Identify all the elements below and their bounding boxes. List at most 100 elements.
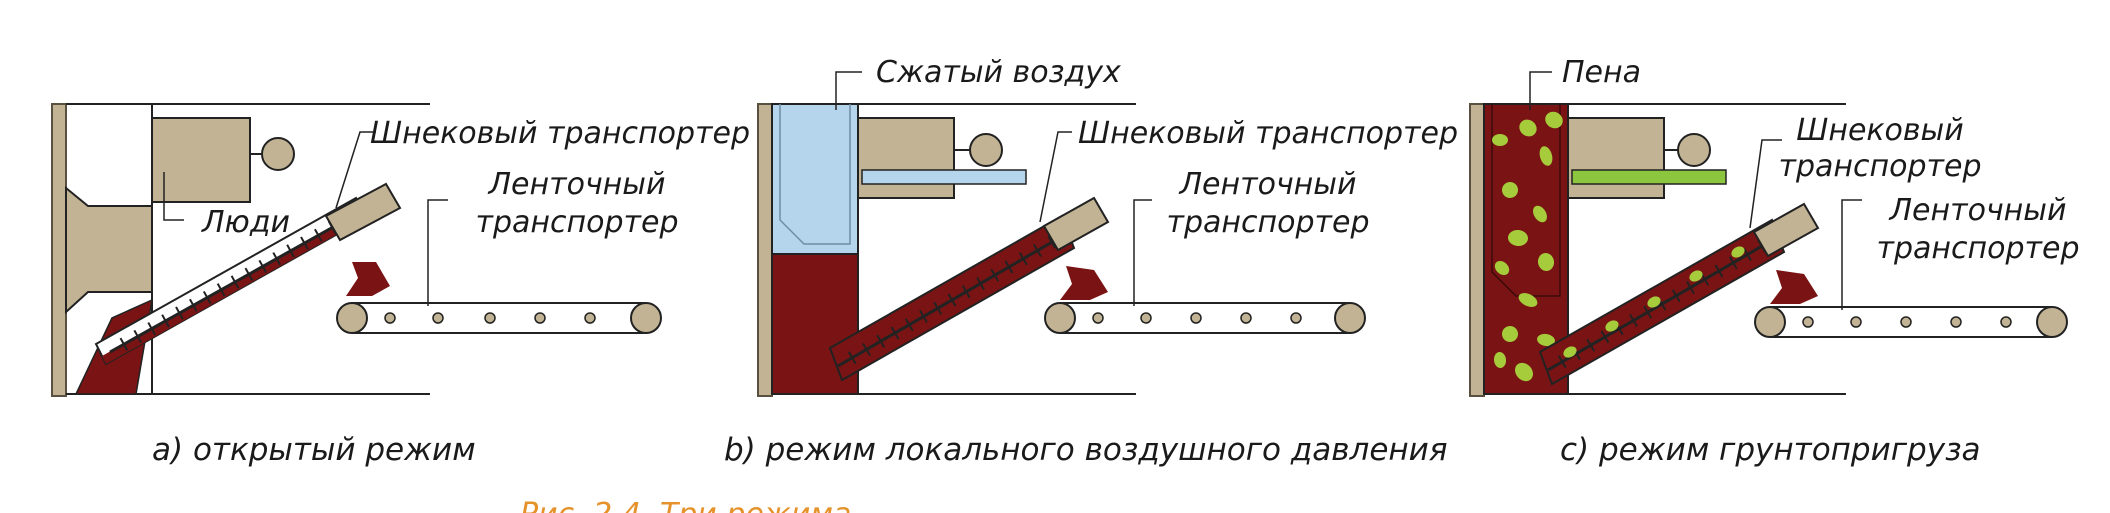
foam-platform: [1571, 169, 1727, 185]
foam-bubble: [1493, 352, 1507, 368]
foam-bubbles: [1492, 111, 1563, 382]
screw-flight: [1018, 252, 1028, 266]
foam-bubble: [1494, 261, 1510, 275]
figure-caption: Рис. 2.4. Три режима...: [520, 497, 880, 513]
foam-bubble: [1689, 270, 1703, 282]
belt-drum: [1754, 306, 1786, 338]
air-platform: [861, 169, 1027, 185]
screw-leader-line: [1039, 131, 1072, 223]
screw-flight: [1728, 256, 1738, 270]
discharge-soil: [1060, 266, 1108, 300]
belt-roller: [534, 312, 546, 324]
screw-motor: [1752, 202, 1820, 258]
foam-label: Пена: [1562, 55, 1641, 90]
screw-conveyor: [1538, 202, 1820, 386]
air-label: Сжатый воздух: [876, 55, 1121, 90]
screw-flight: [1047, 235, 1057, 249]
discharge-soil: [346, 262, 390, 296]
screw-flight: [314, 228, 323, 242]
screw-flights: [847, 235, 1057, 365]
screw-flight: [1004, 260, 1014, 274]
screw-flight: [847, 351, 857, 365]
belt-conveyor-label-line2: транспортер: [476, 205, 679, 240]
screw-flight: [1033, 243, 1042, 258]
screw-flight: [230, 275, 240, 289]
screw-flight: [1686, 280, 1695, 295]
belt-roller: [584, 312, 596, 324]
cutterhead-cone: [65, 185, 153, 315]
screw-flight: [272, 252, 281, 266]
belt-conveyor: [336, 302, 662, 334]
belt-leader-line: [427, 199, 448, 306]
panel-caption: c) режим грунтопригруза: [1560, 432, 1981, 468]
people-leader-line: [163, 172, 184, 221]
belt-roller: [1190, 312, 1202, 324]
screw-leader-line: [335, 131, 376, 209]
belt-leader-line: [1841, 199, 1862, 310]
screw-casing: [1538, 218, 1786, 386]
screw-motor: [324, 182, 402, 242]
screw-conveyor-label-line1: Шнековый: [1796, 113, 1964, 148]
foam-bubbles-in-screw: [1563, 246, 1745, 358]
foam-bubble: [1545, 111, 1563, 129]
screw-flight: [990, 268, 1000, 282]
panel-caption: b) режим локального воздушного давления: [724, 432, 1447, 468]
belt-roller: [484, 312, 496, 324]
screw-flight: [161, 314, 170, 328]
discharge-soil: [1770, 270, 1818, 304]
belt-conveyor: [1044, 302, 1366, 334]
belt-conveyor-label-line2: транспортер: [1877, 231, 2080, 266]
screw-flight: [933, 301, 943, 315]
screw-flight: [133, 329, 143, 344]
air-inner-line: [779, 104, 851, 245]
screw-conveyor: [828, 196, 1110, 382]
foam-bubble: [1605, 320, 1619, 332]
foam-bubble: [1533, 205, 1547, 223]
screw-flight: [1671, 289, 1681, 303]
belt-conveyor-label-line1: Ленточный: [488, 167, 666, 202]
air-chamber: [771, 103, 859, 255]
screw-flight: [202, 290, 212, 305]
screw-flight: [876, 334, 886, 348]
belt-conveyor-label-line2: транспортер: [1167, 205, 1370, 240]
belt-roller: [1802, 316, 1814, 328]
screw-flight: [119, 337, 129, 351]
screw-flight: [976, 276, 985, 291]
foam-bubble: [1492, 134, 1508, 146]
belt-conveyor-label-line1: Ленточный: [1889, 193, 2067, 228]
panel-caption: a) открытый режим: [152, 432, 476, 468]
belt-roller: [1140, 312, 1152, 324]
belt-drum: [1334, 302, 1366, 334]
belt-roller: [1850, 316, 1862, 328]
chamber-inner-line: [1491, 104, 1561, 297]
foam-leader-line: [1529, 71, 1552, 110]
screw-flight: [189, 298, 198, 312]
screw-conveyor: [94, 182, 402, 366]
screw-flight: [216, 283, 226, 297]
operator-cabin: [857, 117, 955, 199]
panel-earth-pressure-mode: Пена Шнековый транспортер Ленточный тран…: [1469, 55, 2080, 468]
people-head-icon: [1677, 133, 1711, 167]
screw-flight: [1643, 305, 1653, 319]
belt-roller: [1950, 316, 1962, 328]
foam-bubble: [1537, 333, 1555, 347]
foam-bubble: [1515, 362, 1533, 382]
screw-flight: [1600, 330, 1610, 344]
belt-roller: [432, 312, 444, 324]
screw-flight: [919, 309, 928, 324]
cutterhead-wall: [757, 103, 773, 397]
belt-conveyor: [1754, 306, 2068, 338]
operator-cabin: [151, 117, 251, 203]
screw-flight: [961, 285, 971, 299]
screw-conveyor-label: Шнековый транспортер: [1078, 116, 1458, 151]
screw-flight: [1714, 264, 1724, 278]
belt-conveyor-label-line1: Ленточный: [1179, 167, 1357, 202]
belt-drum: [336, 302, 368, 334]
people-head-icon: [261, 137, 295, 171]
belt-leader-line: [1133, 199, 1152, 306]
foam-bubble: [1502, 182, 1518, 198]
foam-bubble: [1519, 119, 1537, 137]
belt-roller: [2000, 316, 2012, 328]
air-leader-line: [835, 71, 862, 110]
